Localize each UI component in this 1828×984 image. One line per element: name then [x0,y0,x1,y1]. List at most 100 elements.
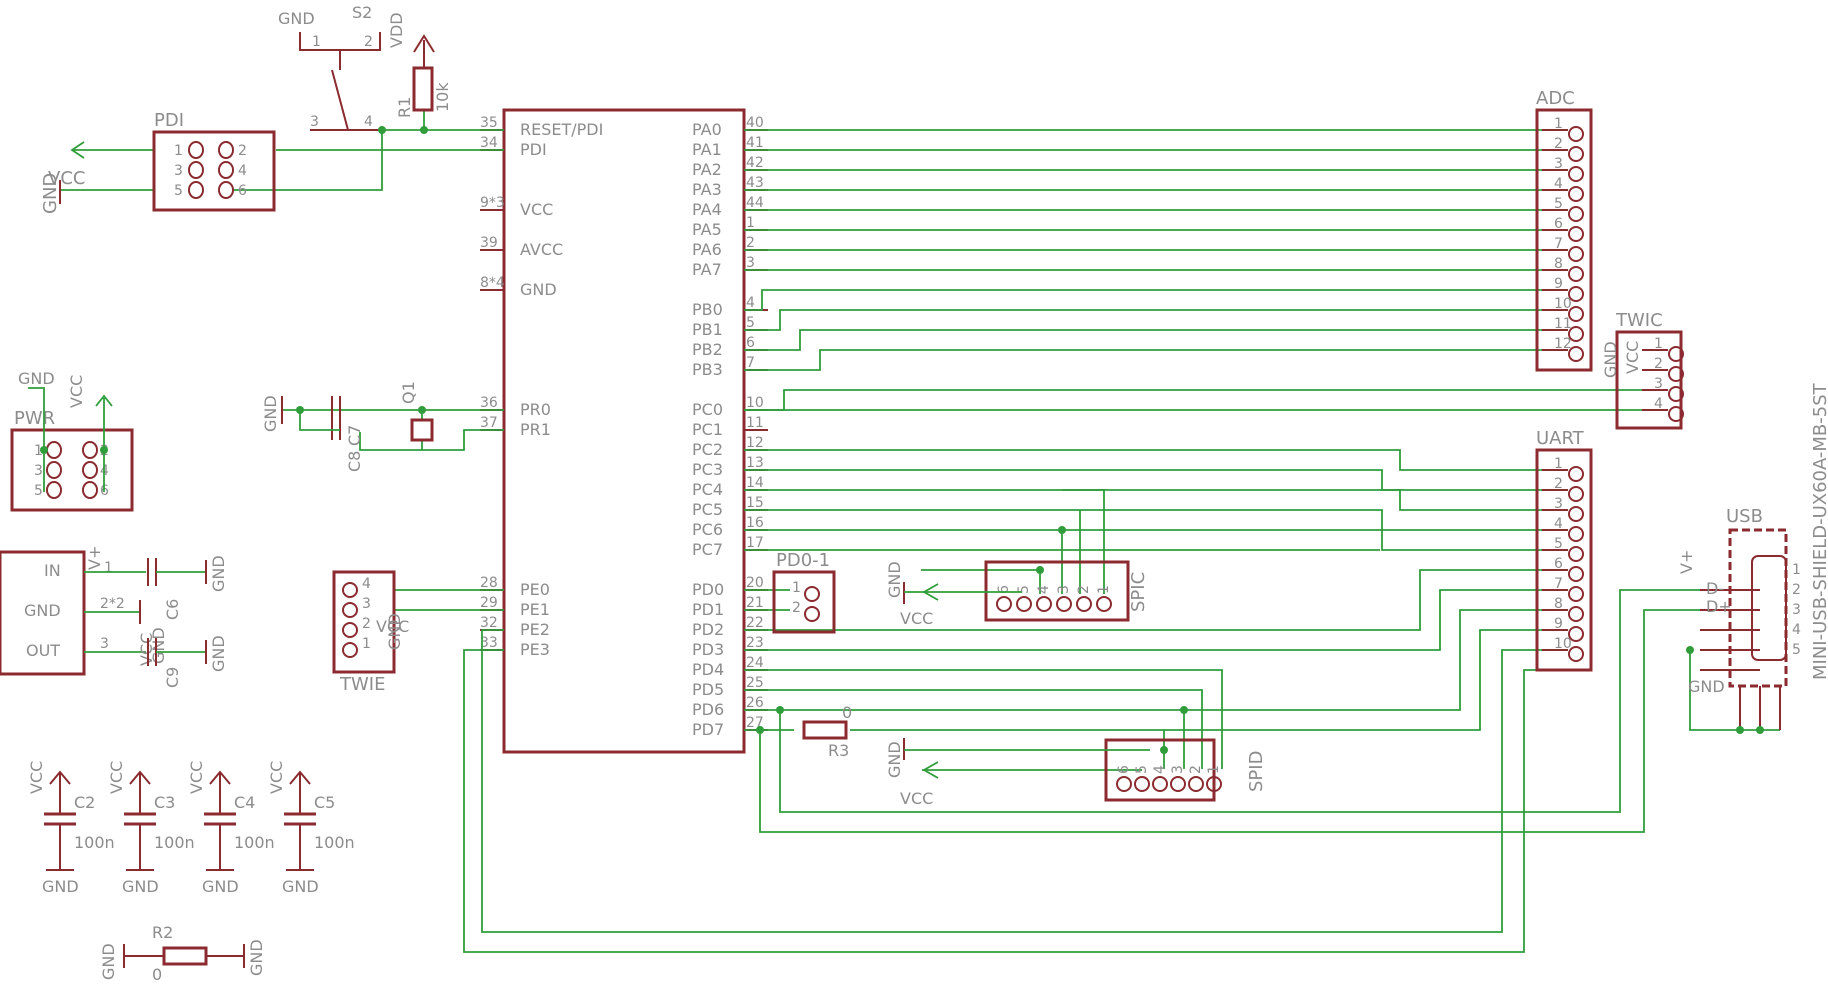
resistor-r3: R3 0 [802,703,852,760]
junctions [40,126,1764,754]
pdi-pin-pad [218,141,234,159]
header-pin-pad [1568,606,1584,622]
pwr-pin-pad [82,461,98,479]
pwr-vcc-label: VCC [67,375,86,408]
header-pin-number: 6 [1554,216,1563,232]
twic-label: TWIC [1615,310,1663,331]
spi-pin-number: 5 [1016,585,1032,594]
crystal: Q1 GND C8 C7 [261,381,434,472]
nets [60,110,1780,953]
mcu-pin-number: 3 [746,255,755,271]
mcu-pin-number: 42 [746,155,764,171]
header-pin-number: 6 [1554,556,1563,572]
header-pin-number: 3 [362,596,371,612]
spid-label: SPID [1246,751,1267,792]
twie-gnd-label: GND [385,613,404,650]
header-pin-number: 1 [1654,336,1663,352]
mcu-pin-number: 37 [480,415,498,431]
spid-gnd-label: GND [885,741,904,778]
header-pin-number: 2 [362,616,371,632]
usb-pin-number: 1 [1792,562,1801,578]
twic-gnd-label: GND [1601,341,1620,378]
pdi-pin-pad [218,161,234,179]
net-porta-portb [744,129,1555,371]
mcu-pin-number: 28 [480,575,498,591]
r3-label: R3 [828,741,849,760]
header-pin-pad [1568,306,1584,322]
mcu-pin-number: 22 [746,615,764,631]
header-pin-pad [1668,386,1684,402]
header-pin-pad [1568,586,1584,602]
header-pin-number: 5 [1554,536,1563,552]
header-pin-number: 10 [1554,636,1572,652]
pwr-pin-number: 5 [34,483,43,499]
pwr-pin-pad [82,481,98,499]
pwr-pin-pad [46,461,62,479]
header-pin-pad [1568,186,1584,202]
usb-pin-number: 5 [1792,642,1801,658]
header-pin-number: 1 [1554,456,1563,472]
r2-value: 0 [152,965,162,984]
mcu-pin-number: 29 [480,595,498,611]
header-pin-number: 3 [1654,376,1663,392]
mcu-pin-name: PB3 [692,360,723,379]
usb-dplus-label: D+ [1706,597,1732,616]
usb-part-label: MINI-USB-SHIELD-UX60A-MB-5ST [1810,382,1828,680]
mcu-pin-number: 43 [746,175,764,191]
r1-value: 10k [433,82,452,112]
header-pin-number: 2 [1554,476,1563,492]
spi-pin-number: 4 [1036,585,1052,594]
spi-pin-number: 6 [996,585,1012,594]
mcu-pin-number: 9*3 [480,195,505,211]
mcu-pin-name: PR1 [520,420,551,439]
usb-dminus-label: D- [1706,579,1724,598]
mcu-right-pins: 40PA041PA142PA243PA344PA41PA52PA63PA74PB… [692,115,768,739]
mcu-pin-name: PD5 [692,680,724,699]
q1-gnd-label: GND [261,395,280,432]
pd01-pins: 12 [792,580,820,622]
pdi-vcc-label: VCC [48,168,85,189]
cap-gnd-label: GND [282,877,319,896]
twie-vcc-label: VCC [376,617,409,636]
twic-vcc-label: VCC [1623,341,1642,374]
header-pin-pad [1568,466,1584,482]
cap-vcc-label: VCC [27,761,46,794]
mcu-pin-name: GND [520,280,557,299]
mcu-pin-name: PC0 [692,400,723,419]
spi-pin-pad [996,596,1012,612]
mcu-pin-name: PD1 [692,600,724,619]
reg-c6-label: C6 [163,599,182,620]
pwr-label: PWR [14,408,55,429]
q1-label: Q1 [399,381,418,404]
mcu-pin-name: PA6 [692,240,722,259]
usb-pin-number: 4 [1792,622,1801,638]
mcu-pin-number: 40 [746,115,764,131]
mcu-pin-name: PE3 [520,640,550,659]
pwr-gnd-label: GND [18,369,55,388]
resistor-r2: R2 0 GND GND [99,923,266,984]
net-portc [744,449,1555,594]
pd01-pin-number: 2 [792,600,801,616]
cap-vcc-label: VCC [267,761,286,794]
cap-value: 100n [154,833,195,852]
header-pin-number: 3 [1554,496,1563,512]
mcu-pin-name: PB1 [692,320,723,339]
mcu-pin-number: 39 [480,235,498,251]
usb-gnd-label: GND [1688,677,1725,696]
net-portd [744,569,1700,833]
s2-pin2: 2 [364,34,373,50]
spic-vcc-label: VCC [900,609,933,628]
mcu-pin-number: 33 [480,635,498,651]
pd01-header: PD0-1 12 [772,550,836,634]
spi-pin-pad [1170,776,1186,792]
mcu-pin-name: PC3 [692,460,723,479]
mcu-pin-number: 20 [746,575,764,591]
